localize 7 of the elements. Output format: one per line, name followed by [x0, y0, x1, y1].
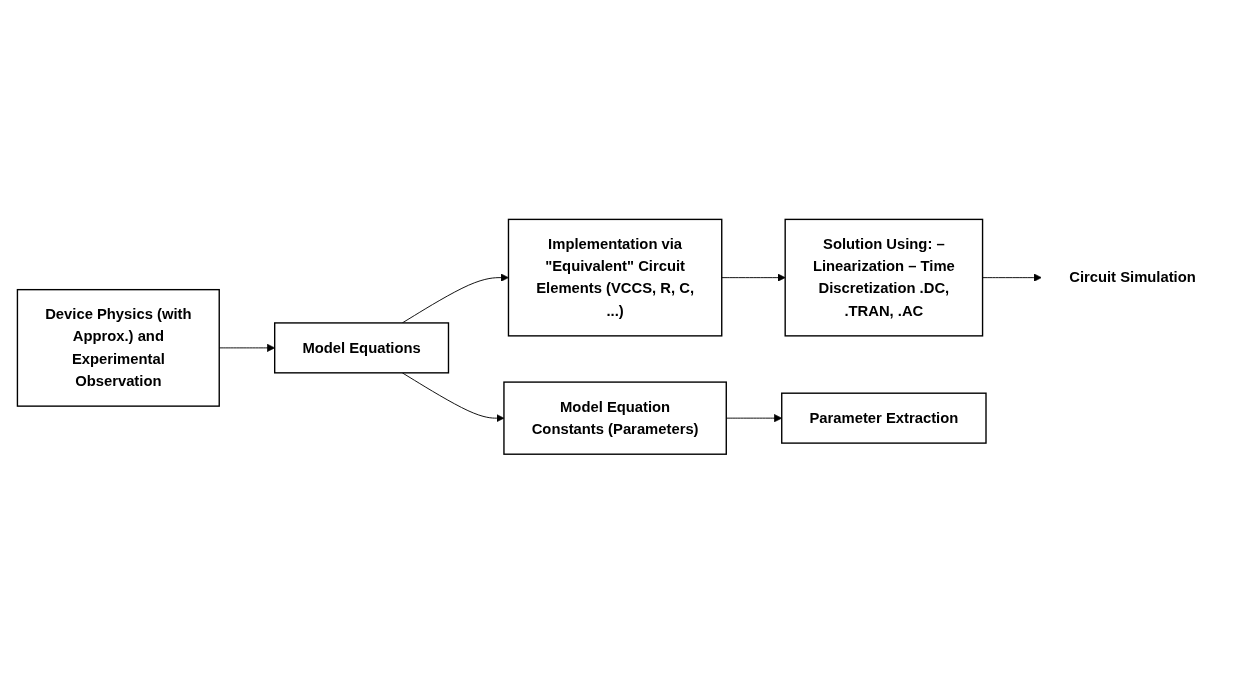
node-box: Device Physics (with Approx.) and Experimental Observation — [16, 289, 220, 408]
node-text: Circuit Simulation — [1069, 269, 1196, 286]
node-box: Parameter Extraction — [781, 392, 987, 444]
node-box: Model Equations — [274, 322, 450, 374]
node-box: Model Equation Constants (Parameters) — [503, 381, 727, 456]
node-box: Implementation via "Equivalent" Circuit Elements (VCCS, R, C, ...) — [507, 218, 723, 337]
node-box: Solution Using: – Linearization – Time Discretization .DC, .TRAN, .AC — [784, 218, 984, 337]
